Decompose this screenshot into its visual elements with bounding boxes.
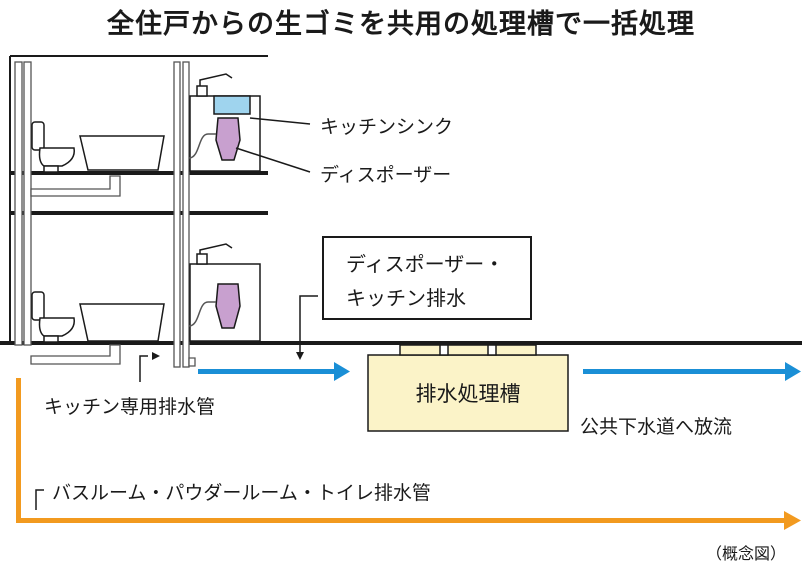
toilet-lower bbox=[31, 291, 75, 343]
branch-pipes bbox=[30, 175, 196, 367]
callout-line-1: ディスポーザー・ bbox=[346, 252, 505, 276]
kitchen-unit-upper bbox=[188, 73, 261, 172]
bathtub-upper bbox=[79, 135, 165, 171]
treatment-tank-label: 排水処理槽 bbox=[415, 382, 521, 406]
leader-lines bbox=[35, 117, 318, 510]
toilet-upper bbox=[31, 121, 75, 173]
treatment-tank bbox=[367, 344, 569, 432]
bath-drain-stack bbox=[14, 61, 32, 346]
building bbox=[9, 55, 268, 343]
bath-flow-arrow bbox=[16, 378, 801, 530]
floor-slabs bbox=[0, 171, 802, 345]
discharge-label: 公共下水道へ放流 bbox=[580, 416, 733, 438]
bathtub-lower bbox=[79, 303, 165, 342]
leader-arrowheads bbox=[152, 352, 304, 360]
kitchen-flow-arrows bbox=[198, 362, 801, 381]
disposer-lower bbox=[215, 283, 241, 329]
kitchen-pipe-label: キッチン専用排水管 bbox=[44, 396, 216, 418]
kitchen-sink-label: キッチンシンク bbox=[320, 116, 454, 138]
kitchen-drain-stack bbox=[173, 61, 190, 368]
bath-pipe-label: バスルーム・パウダールーム・トイレ排水管 bbox=[52, 482, 431, 504]
diagram-title: 全住戸からの生ゴミを共用の処理槽で一括処理 bbox=[107, 9, 695, 40]
callout-box: ディスポーザー・ キッチン排水 bbox=[322, 236, 532, 320]
kitchen-unit-lower bbox=[188, 243, 261, 342]
callout-line-2: キッチン排水 bbox=[346, 286, 466, 310]
disposer-upper bbox=[215, 117, 241, 161]
disposer-label: ディスポーザー bbox=[320, 164, 452, 186]
sink-water-upper bbox=[213, 95, 251, 115]
concept-note: （概念図） bbox=[706, 544, 787, 563]
